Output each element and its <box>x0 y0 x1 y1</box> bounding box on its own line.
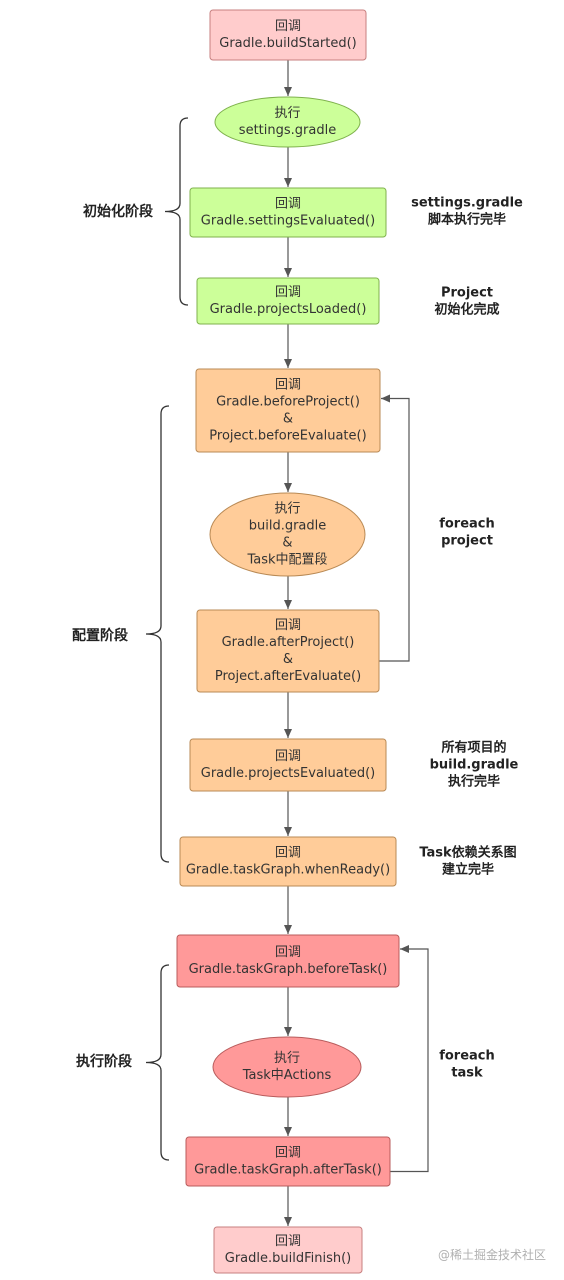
node-execBuild: 执行 build.gradle & Task中配置段 <box>209 492 366 577</box>
node-beforeProject: 回调 Gradle.beforeProject() & Project.beforeE… <box>195 368 381 453</box>
node-afterProject-line: Gradle.afterProject() <box>222 635 355 650</box>
node-whenReady-shape <box>179 836 397 887</box>
node-execActions-line: 执行 <box>274 1051 300 1066</box>
node-afterTask-line: Gradle.taskGraph.afterTask() <box>194 1163 382 1178</box>
node-projectsLoaded-line: Gradle.projectsLoaded() <box>210 302 367 317</box>
node-afterTask-shape <box>185 1136 391 1187</box>
node-execActions-shape <box>212 1036 362 1098</box>
node-afterProject-line: & <box>283 652 293 667</box>
note-foreachProject-line: foreach <box>439 517 495 532</box>
node-execBuild-line: Task中配置段 <box>246 553 327 568</box>
phase-brace-config <box>145 405 170 863</box>
note-foreachTask-line: task <box>451 1066 483 1081</box>
note-allBuildDone-line: 执行完毕 <box>448 774 500 790</box>
node-projectsEvaluated-line: Gradle.projectsEvaluated() <box>201 766 375 781</box>
node-whenReady-line: Gradle.taskGraph.whenReady() <box>186 863 390 878</box>
node-buildFinish: 回调 Gradle.buildFinish() <box>213 1226 363 1274</box>
node-projectsEvaluated-line: 回调 <box>275 749 301 764</box>
node-settingsEvaluated-line: 回调 <box>275 197 301 212</box>
node-projectsLoaded-line: 回调 <box>275 285 301 300</box>
node-projectsLoaded-shape <box>196 277 380 325</box>
node-buildFinish-shape <box>213 1226 363 1274</box>
note-settingsDone-line: 脚本执行完毕 <box>428 212 506 228</box>
note-foreachProject-line: project <box>441 534 493 549</box>
phase-label-exec: 执行阶段 <box>76 1053 132 1070</box>
phase-label-config: 配置阶段 <box>72 627 128 644</box>
node-afterProject-shape <box>196 609 380 693</box>
node-execBuild-shape <box>209 492 366 577</box>
node-beforeProject-line: & <box>283 412 293 427</box>
node-afterProject: 回调 Gradle.afterProject() & Project.afterEva… <box>196 609 380 693</box>
node-afterProject-line: Project.afterEvaluate() <box>215 669 361 684</box>
loop-edge-afterProject-to-beforeProject <box>379 394 410 662</box>
node-settingsEvaluated-line: Gradle.settingsEvaluated() <box>201 214 375 229</box>
node-beforeTask-shape <box>176 934 400 988</box>
node-beforeProject-line: Project.beforeEvaluate() <box>209 429 366 444</box>
node-afterTask-line: 回调 <box>275 1146 301 1161</box>
note-settingsDone-line: settings.gradle <box>411 196 523 211</box>
note-allBuildDone-line: build.gradle <box>430 758 519 773</box>
node-projectsLoaded: 回调 Gradle.projectsLoaded() <box>196 277 380 325</box>
loop-edge-afterTask-to-beforeTask <box>390 945 429 1173</box>
node-afterProject-line: 回调 <box>275 618 301 633</box>
node-settingsEvaluated-shape <box>189 187 387 238</box>
note-allBuildDone-line: 所有项目的 <box>441 740 506 756</box>
phase-brace-init <box>164 117 189 306</box>
note-foreachTask-line: foreach <box>439 1049 495 1064</box>
node-execSettings-line: settings.gradle <box>239 123 336 138</box>
node-buildStarted: 回调 Gradle.buildStarted() <box>209 9 367 61</box>
node-buildFinish-line: Gradle.buildFinish() <box>225 1251 352 1266</box>
node-buildStarted-line: Gradle.buildStarted() <box>219 36 357 51</box>
node-execActions-line: Task中Actions <box>242 1068 332 1083</box>
node-execActions: 执行 Task中Actions <box>212 1036 362 1098</box>
watermark-text: @稀土掘金技术社区 <box>438 1247 546 1262</box>
node-beforeProject-line: Gradle.beforeProject() <box>216 395 360 410</box>
note-projectInit-line: Project <box>441 286 493 301</box>
node-projectsEvaluated: 回调 Gradle.projectsEvaluated() <box>189 738 387 792</box>
node-buildStarted-shape <box>209 9 367 61</box>
note-taskGraphDone-line: Task依赖关系图 <box>419 845 516 861</box>
node-beforeTask-line: 回调 <box>275 945 301 960</box>
node-execBuild-line: 执行 <box>274 502 300 517</box>
node-buildStarted-line: 回调 <box>275 19 301 34</box>
node-whenReady: 回调 Gradle.taskGraph.whenReady() <box>179 836 397 887</box>
node-whenReady-line: 回调 <box>275 846 301 861</box>
node-buildFinish-line: 回调 <box>275 1234 301 1249</box>
node-beforeProject-line: 回调 <box>275 378 301 393</box>
phase-label-init: 初始化阶段 <box>83 203 153 220</box>
node-execSettings: 执行 settings.gradle <box>214 96 361 148</box>
phase-brace-exec <box>145 964 170 1161</box>
note-projectInit-line: 初始化完成 <box>434 302 499 318</box>
node-afterTask: 回调 Gradle.taskGraph.afterTask() <box>185 1136 391 1187</box>
node-execBuild-line: & <box>282 536 292 551</box>
node-execSettings-line: 执行 <box>274 106 300 121</box>
node-settingsEvaluated: 回调 Gradle.settingsEvaluated() <box>189 187 387 238</box>
node-beforeTask-line: Gradle.taskGraph.beforeTask() <box>189 962 388 977</box>
node-execBuild-line: build.gradle <box>249 519 327 534</box>
node-execSettings-shape <box>214 96 361 148</box>
note-taskGraphDone-line: 建立完毕 <box>442 862 494 878</box>
node-beforeProject-shape <box>195 368 381 453</box>
node-beforeTask: 回调 Gradle.taskGraph.beforeTask() <box>176 934 400 988</box>
node-projectsEvaluated-shape <box>189 738 387 792</box>
